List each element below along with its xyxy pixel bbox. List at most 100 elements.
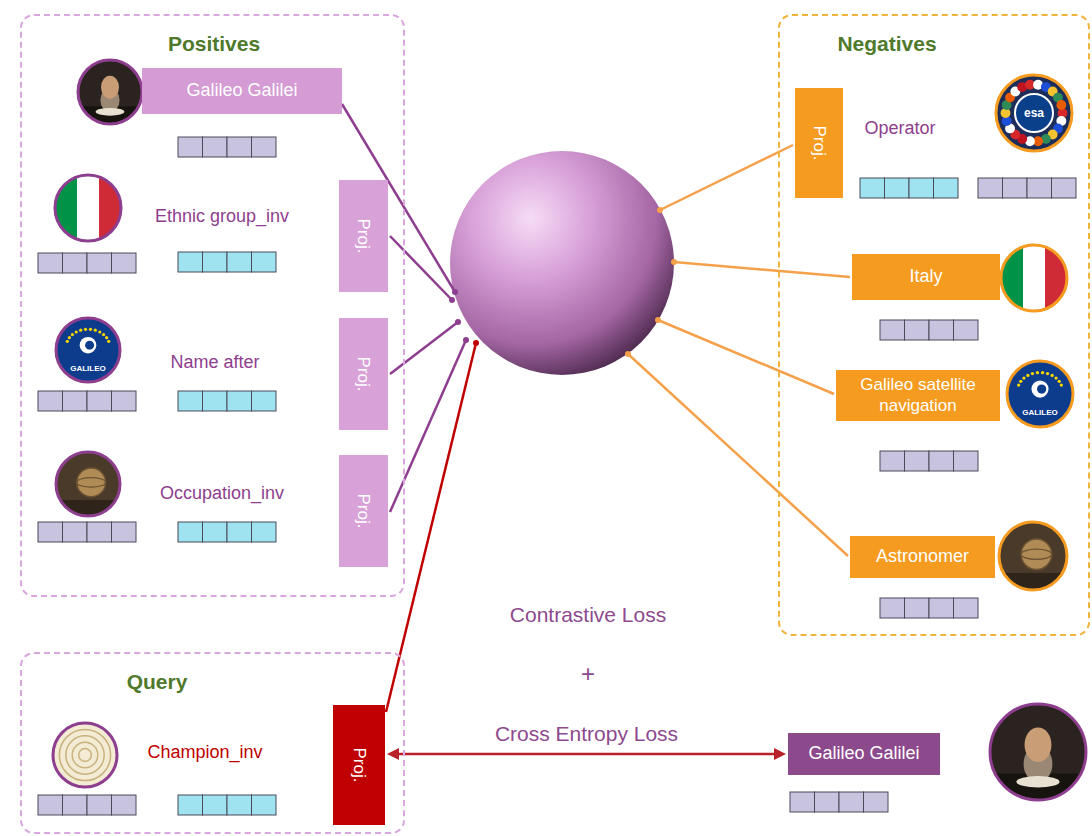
leader-line [660, 145, 793, 210]
projection-box: Proj. [339, 180, 388, 292]
astro-globe [1021, 539, 1052, 570]
icon-border [78, 60, 142, 124]
logo-star [1026, 374, 1029, 377]
embedding-cell [203, 252, 228, 272]
relation-label: Champion_inv [147, 742, 262, 763]
logo-bg [56, 318, 120, 382]
icon-border [999, 522, 1067, 590]
entity-label: Galileo satellite navigation [844, 375, 992, 416]
relation-label: Ethnic group_inv [155, 206, 289, 227]
logo-star [84, 328, 87, 331]
embedding-cell [252, 391, 277, 411]
embedding-cell [1052, 178, 1077, 198]
entity-box: Galileo satellite navigation [836, 370, 1000, 421]
embedding-cell [905, 451, 930, 471]
embedding-cell [929, 598, 954, 618]
logo-star [75, 330, 78, 333]
flag-icon [1001, 245, 1067, 311]
portrait-icon [990, 704, 1086, 822]
astro-globe [77, 468, 106, 497]
embedding-vector [178, 795, 276, 815]
embedding-cell [87, 795, 112, 815]
projection-label: Proj. [349, 748, 369, 783]
portrait-icon [78, 60, 142, 138]
logo-star [107, 340, 110, 343]
embedding-cell [227, 137, 252, 157]
embedding-cell [38, 391, 63, 411]
embedding-vector [790, 792, 888, 812]
logo-star [1019, 380, 1022, 383]
icon-border [56, 318, 120, 382]
logo-text: GALILEO [1022, 408, 1058, 417]
logo-bg [1007, 361, 1073, 427]
logo-star [79, 329, 82, 332]
astro-ring [1021, 549, 1052, 559]
embedding-cell [252, 795, 277, 815]
embedding-vector [978, 178, 1076, 198]
esa-center [1015, 94, 1053, 132]
embedding-cell [227, 252, 252, 272]
embedding-cell [954, 320, 979, 340]
embedding-cell [112, 795, 137, 815]
entity-label: Galileo Galilei [808, 743, 919, 765]
embedding-cell [978, 178, 1003, 198]
logo-e-inner [1037, 384, 1046, 393]
embedding-vector [880, 598, 978, 618]
embedding-cell [203, 391, 228, 411]
embedding-cell [112, 391, 137, 411]
portrait-face [101, 76, 119, 99]
logo-star [1060, 383, 1063, 386]
embedding-vector [860, 178, 958, 198]
logo-e [1031, 380, 1048, 397]
logo-star [1036, 371, 1039, 374]
flag-white [1023, 245, 1046, 311]
icon-border [56, 452, 120, 516]
galileo-icon [1007, 361, 1073, 427]
leader-line [390, 236, 452, 300]
icon-border [1007, 361, 1073, 427]
loss-label: Contrastive Loss [510, 603, 666, 627]
sphere-dot [452, 289, 458, 295]
portrait-collar [1016, 776, 1059, 788]
projection-box: Proj. [333, 705, 385, 825]
logo-star [71, 333, 74, 336]
embedding-cell [87, 522, 112, 542]
esa-flag [1056, 100, 1066, 110]
logo-star [102, 333, 105, 336]
target-ring [72, 742, 98, 768]
embedding-cell [954, 598, 979, 618]
loss-label: + [581, 660, 595, 688]
logo-star [1046, 372, 1049, 375]
astro-icon [56, 452, 120, 532]
icon-border [990, 704, 1086, 800]
embedding-cell [112, 253, 137, 273]
projection-label: Proj. [354, 494, 374, 529]
icon-border [55, 175, 121, 241]
embedding-cell [87, 253, 112, 273]
leader-line [628, 354, 848, 556]
portrait-face [1025, 728, 1052, 763]
esa-icon [996, 75, 1072, 151]
group-heading: Query [127, 670, 188, 694]
embedding-cell [38, 795, 63, 815]
icon-inner [53, 723, 117, 787]
embedding-cell [227, 795, 252, 815]
embedding-cell [203, 137, 228, 157]
embedding-vector [38, 253, 136, 273]
target-entity-box: Galileo Galilei [788, 733, 940, 775]
icon-inner [55, 175, 121, 241]
leader-line [674, 262, 850, 277]
sphere-dot [671, 259, 677, 265]
portrait-bg [78, 60, 142, 124]
relation-label: Operator [864, 118, 935, 139]
projection-label: Proj. [354, 219, 374, 254]
embedding-vector [38, 391, 136, 411]
embedding-cell [38, 522, 63, 542]
leader-line [658, 320, 834, 394]
logo-star [89, 328, 92, 331]
embedding-cell [905, 598, 930, 618]
galileo-icon [56, 318, 120, 382]
sphere-dot [463, 337, 469, 343]
relation-label: Name after [170, 352, 259, 373]
embedding-cell [252, 252, 277, 272]
